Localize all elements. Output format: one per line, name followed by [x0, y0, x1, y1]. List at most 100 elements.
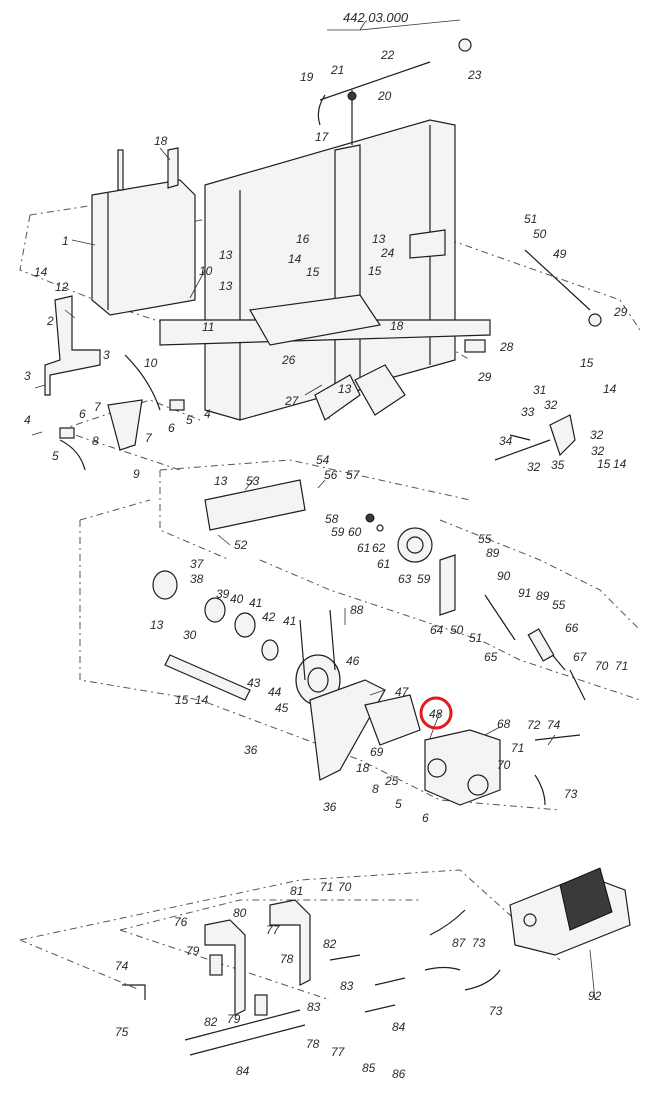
callout-61: 61	[357, 541, 370, 555]
assembly-number-label: 442.03.000	[343, 10, 409, 25]
callout-45: 45	[275, 701, 289, 715]
callout-6: 6	[422, 811, 429, 825]
callout-19: 19	[300, 70, 314, 84]
callout-88: 88	[350, 603, 364, 617]
callout-49: 49	[553, 247, 567, 261]
callout-3: 3	[24, 369, 31, 383]
callout-27: 27	[284, 394, 300, 408]
callout-29: 29	[613, 305, 628, 319]
pump-68	[424, 729, 501, 806]
callout-44: 44	[268, 685, 282, 699]
callout-18: 18	[154, 134, 168, 148]
highlight-circle-48	[419, 696, 453, 730]
callout-82: 82	[323, 937, 337, 951]
callout-38: 38	[190, 572, 204, 586]
callout-86: 86	[392, 1067, 406, 1081]
callout-70: 70	[338, 880, 352, 894]
hydraulic-motor-92	[509, 867, 631, 956]
callout-8: 8	[372, 782, 379, 796]
callout-92: 92	[588, 989, 602, 1003]
callout-58: 58	[325, 512, 339, 526]
callout-89: 89	[486, 546, 500, 560]
callout-85: 85	[362, 1061, 376, 1075]
callout-40: 40	[230, 592, 244, 606]
callout-71: 71	[320, 880, 333, 894]
callout-63: 63	[398, 572, 412, 586]
callout-72: 72	[527, 718, 541, 732]
callout-60: 60	[348, 525, 362, 539]
callout-13: 13	[219, 279, 233, 293]
callout-29: 29	[477, 370, 492, 384]
callout-14: 14	[288, 252, 302, 266]
callout-89: 89	[536, 589, 550, 603]
callout-53: 53	[246, 474, 260, 488]
callout-41: 41	[283, 614, 296, 628]
callout-54: 54	[316, 453, 330, 467]
callout-46: 46	[346, 654, 360, 668]
callout-74: 74	[115, 959, 129, 973]
pipe-assembly	[317, 38, 472, 145]
callout-47: 47	[395, 685, 410, 699]
callout-31: 31	[533, 383, 546, 397]
callout-23: 23	[467, 68, 482, 82]
callout-75: 75	[115, 1025, 129, 1039]
callout-24: 24	[380, 246, 395, 260]
callout-67: 67	[573, 650, 588, 664]
callout-22: 22	[380, 48, 395, 62]
callout-7: 7	[145, 431, 153, 445]
callout-30: 30	[183, 628, 197, 642]
callout-81: 81	[290, 884, 303, 898]
callout-6: 6	[168, 421, 175, 435]
callout-79: 79	[227, 1012, 241, 1026]
callout-12: 12	[55, 280, 69, 294]
callout-64: 64	[430, 623, 444, 637]
callout-2: 2	[46, 314, 54, 328]
callout-33: 33	[521, 405, 535, 419]
callout-26: 26	[281, 353, 296, 367]
bracket-and-filter	[44, 295, 185, 471]
callout-5: 5	[52, 449, 59, 463]
callout-17: 17	[315, 130, 330, 144]
callout-32: 32	[590, 428, 604, 442]
callout-62: 62	[372, 541, 386, 555]
callout-69: 69	[370, 745, 384, 759]
callout-14: 14	[34, 265, 48, 279]
callout-20: 20	[377, 89, 392, 103]
callout-14: 14	[613, 457, 627, 471]
callout-28: 28	[499, 340, 514, 354]
shaft-pulley-group	[152, 479, 433, 781]
callout-15: 15	[580, 356, 594, 370]
callout-13: 13	[214, 474, 228, 488]
callout-13: 13	[219, 248, 233, 262]
callout-15: 15	[597, 457, 611, 471]
callout-79: 79	[186, 944, 200, 958]
callout-55: 55	[478, 532, 492, 546]
callout-7: 7	[94, 400, 102, 414]
callout-87: 87	[452, 936, 467, 950]
oil-tank	[91, 147, 196, 316]
callout-73: 73	[489, 1004, 503, 1018]
callout-50: 50	[533, 227, 547, 241]
callout-70: 70	[595, 659, 609, 673]
callout-80: 80	[233, 906, 247, 920]
callout-51: 51	[524, 212, 537, 226]
callout-48: 48	[429, 707, 443, 721]
callout-61: 61	[377, 557, 390, 571]
callout-73: 73	[564, 787, 578, 801]
callout-36: 36	[323, 800, 337, 814]
lever-linkage	[439, 554, 586, 701]
callout-59: 59	[417, 572, 431, 586]
callout-25: 25	[384, 774, 399, 788]
callout-84: 84	[236, 1064, 250, 1078]
callout-14: 14	[603, 382, 617, 396]
callout-36: 36	[244, 743, 258, 757]
callout-32: 32	[527, 460, 541, 474]
callout-55: 55	[552, 598, 566, 612]
callout-82: 82	[204, 1015, 218, 1029]
callout-43: 43	[247, 676, 261, 690]
callout-21: 21	[330, 63, 344, 77]
callout-73: 73	[472, 936, 486, 950]
callout-50: 50	[450, 623, 464, 637]
callout-77: 77	[331, 1045, 346, 1059]
callout-8: 8	[92, 434, 99, 448]
